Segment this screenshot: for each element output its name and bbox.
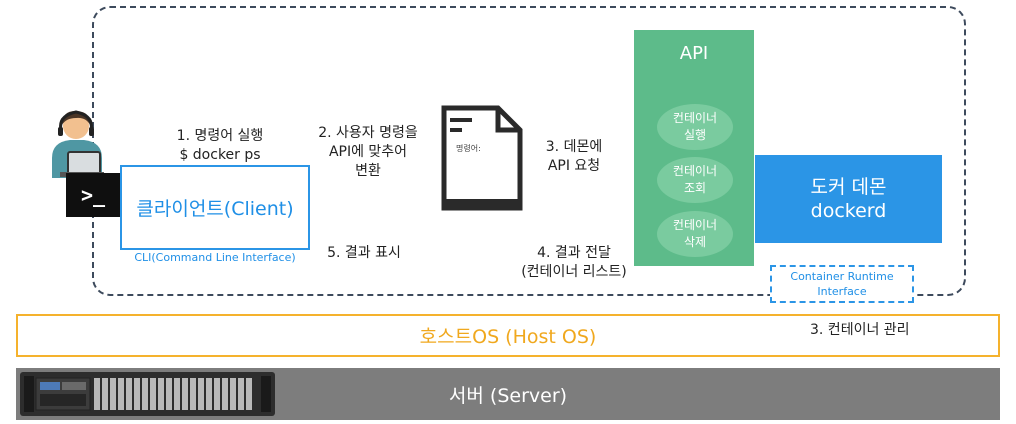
step-3-label: 3. 데몬에 API 요청 xyxy=(532,138,616,176)
step-2-line-2: API에 맞추어 xyxy=(328,144,408,160)
client-box: 클라이언트(Client) xyxy=(120,165,310,250)
host-os-label: 호스트OS (Host OS) xyxy=(419,326,597,348)
step-4-line-1: 4. 결과 전달 xyxy=(537,245,611,261)
step-4-label: 4. 결과 전달 (컨테이너 리스트) xyxy=(504,244,644,282)
document-text: 명령어: xyxy=(456,144,481,153)
terminal-icon: >_ xyxy=(66,173,120,217)
runtime-line-2: Interface xyxy=(817,285,867,298)
runtime-line-1: Container Runtime xyxy=(790,270,894,283)
step-1-label: 1. 명령어 실행 $ docker ps xyxy=(150,127,290,165)
container-management-label: 3. 컨테이너 관리 xyxy=(810,322,910,338)
step-5-label: 5. 결과 표시 xyxy=(327,245,401,261)
container-runtime-box: Container Runtime Interface xyxy=(770,265,914,303)
terminal-symbol: >_ xyxy=(80,183,106,207)
client-label: 클라이언트(Client) xyxy=(136,198,294,220)
server-label: 서버 (Server) xyxy=(448,384,568,407)
api-title: API xyxy=(679,43,709,64)
api-op-run-line-2: 실행 xyxy=(683,128,707,142)
step-3-line-1: 3. 데몬에 xyxy=(545,139,603,155)
cli-caption: CLI(Command Line Interface) xyxy=(134,251,296,264)
api-op-delete: 컨테이너 삭제 xyxy=(657,211,733,257)
api-op-delete-line-2: 삭제 xyxy=(683,235,707,249)
docker-daemon-box: 도커 데몬 dockerd xyxy=(755,155,942,243)
host-os-box: 호스트OS (Host OS) xyxy=(16,314,1000,357)
document-icon xyxy=(441,105,523,211)
api-op-delete-line-1: 컨테이너 xyxy=(672,218,718,232)
step-3-line-2: API 요청 xyxy=(547,158,601,174)
daemon-name: 도커 데몬 xyxy=(810,176,887,198)
api-op-list-line-1: 컨테이너 xyxy=(672,164,718,178)
step-4-line-2: (컨테이너 리스트) xyxy=(521,264,627,280)
api-op-list: 컨테이너 조회 xyxy=(657,157,733,203)
api-op-run-line-1: 컨테이너 xyxy=(672,111,718,125)
api-op-run: 컨테이너 실행 xyxy=(657,104,733,150)
step-1-command: $ docker ps xyxy=(179,147,261,163)
api-op-list-line-2: 조회 xyxy=(683,181,707,195)
step-2-line-1: 2. 사용자 명령을 xyxy=(318,125,418,141)
step-2-line-3: 변환 xyxy=(355,163,381,179)
daemon-process: dockerd xyxy=(810,200,887,222)
step-2-label: 2. 사용자 명령을 API에 맞추어 변환 xyxy=(310,124,426,181)
user-at-laptop-icon xyxy=(52,110,104,178)
rack-server-icon xyxy=(20,372,275,416)
step-1-line-1: 1. 명령어 실행 xyxy=(176,128,264,144)
